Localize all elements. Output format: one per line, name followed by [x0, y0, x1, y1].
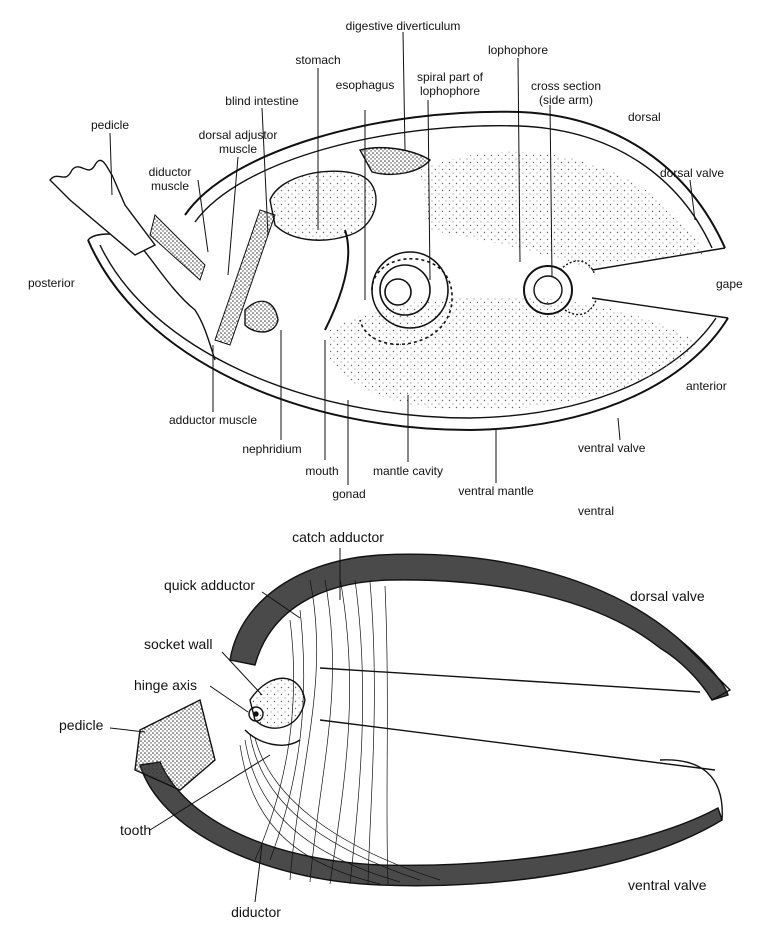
- label-gape: gape: [716, 277, 743, 291]
- label-blind-intestine: blind intestine: [225, 94, 299, 108]
- pedicle-stalk: [49, 159, 157, 256]
- socket-wall-shape: [249, 677, 306, 729]
- bottom-leader-lines: [109, 548, 341, 903]
- label-spiral-part-line2: lophophore: [419, 84, 481, 98]
- label-cross-section-line1: cross section: [530, 79, 602, 93]
- label-mouth: mouth: [305, 464, 339, 478]
- label-lophophore: lophophore: [487, 43, 549, 57]
- label-pedicle-top: pedicle: [90, 118, 130, 132]
- label-posterior: posterior: [28, 276, 75, 290]
- label-spiral-part-line1: spiral part of: [416, 70, 484, 84]
- dorsal-valve-bottom: [229, 553, 729, 701]
- label-socket-wall: socket wall: [144, 636, 213, 652]
- mantle-cavity-area: [330, 296, 700, 410]
- label-dorsal-adjustor-line1: dorsal adjustor: [198, 128, 278, 142]
- label-stomach: stomach: [295, 53, 341, 67]
- label-dorsal-valve-bottom: dorsal valve: [630, 588, 705, 604]
- pedicle-block: [134, 698, 216, 791]
- ventral-valve-shell: [87, 239, 729, 432]
- label-diductor-muscle-line1: diductor: [148, 165, 192, 179]
- label-mantle-cavity: mantle cavity: [372, 464, 444, 478]
- digestive-diverticulum-organ: [358, 147, 432, 175]
- label-dorsal-valve-top: dorsal valve: [660, 166, 725, 180]
- label-hinge-axis: hinge axis: [134, 677, 198, 693]
- valve-plate-lower: [319, 719, 716, 771]
- stomach-organ: [269, 170, 377, 241]
- label-dorsal: dorsal: [628, 110, 661, 124]
- quick-adductor-fibres: [254, 609, 305, 861]
- ventral-valve-bottom: [139, 761, 723, 887]
- lophophore-cross-section: [523, 260, 597, 316]
- label-ventral: ventral: [578, 504, 615, 518]
- label-anterior: anterior: [686, 379, 727, 393]
- hinge-axis-marker: [248, 706, 264, 722]
- label-nephridium: nephridium: [242, 442, 302, 456]
- nephridium-organ: [244, 300, 279, 333]
- gape-line-lower: [591, 297, 729, 319]
- top-leader-lines: [109, 31, 696, 485]
- label-tooth: tooth: [120, 822, 152, 838]
- hinge-region: [87, 233, 216, 361]
- label-esophagus: esophagus: [335, 78, 395, 92]
- label-diductor-bottom: diductor: [231, 904, 281, 920]
- label-ventral-valve-bottom: ventral valve: [628, 877, 707, 893]
- label-gonad: gonad: [332, 487, 366, 501]
- spiral-lophophore: [359, 251, 453, 346]
- label-catch-adductor: catch adductor: [292, 529, 384, 545]
- dorsal-valve-shell: [184, 110, 726, 249]
- label-dorsal-adjustor-line2: muscle: [218, 142, 258, 156]
- bottom-diagram: [109, 548, 732, 903]
- top-diagram: [49, 31, 729, 485]
- catch-adductor-fibres: [289, 577, 389, 885]
- label-digestive-diverticulum: digestive diverticulum: [345, 19, 461, 33]
- adductor-muscle-band: [214, 209, 276, 346]
- label-cross-section-line2: (side arm): [538, 93, 594, 107]
- tooth-shape: [244, 729, 301, 746]
- dorsal-mantle-area: [420, 151, 705, 270]
- diductor-muscle-band: [149, 214, 206, 281]
- label-adductor-muscle: adductor muscle: [168, 413, 258, 427]
- label-diductor-muscle-line2: muscle: [150, 179, 190, 193]
- valve-plate-upper: [319, 667, 701, 693]
- esophagus-organ: [324, 229, 350, 331]
- label-ventral-mantle: ventral mantle: [458, 484, 534, 498]
- ventral-valve-tip: [659, 759, 723, 821]
- label-ventral-valve-top: ventral valve: [578, 441, 646, 455]
- label-pedicle-bottom: pedicle: [59, 717, 104, 733]
- label-quick-adductor: quick adductor: [164, 577, 256, 593]
